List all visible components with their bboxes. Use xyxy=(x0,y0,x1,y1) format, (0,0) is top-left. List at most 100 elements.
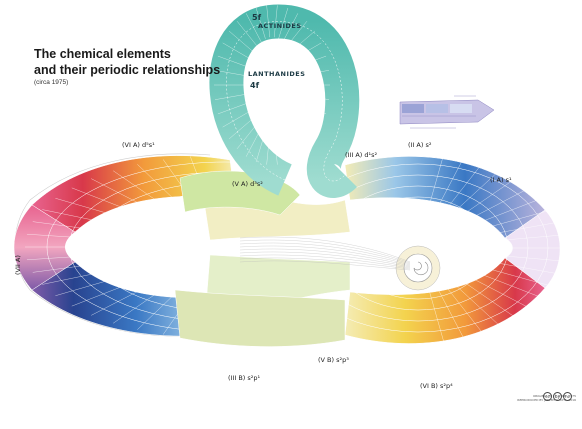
loop-cell-divider xyxy=(289,30,315,53)
legend-swatch-2 xyxy=(426,104,448,113)
title-line-2: and their periodic relationships xyxy=(34,63,221,77)
right-bottom-band xyxy=(344,257,546,344)
group-label-vi-a: (VI A) d⁵s¹ xyxy=(122,141,155,149)
group-label-vii-a: (VII A) xyxy=(14,255,22,275)
left-cell-divider xyxy=(55,198,151,226)
loop-cell-divider xyxy=(217,55,250,68)
loop-cell-divider xyxy=(229,117,255,140)
right-cell-divider xyxy=(451,262,544,299)
left-cell-divider xyxy=(113,170,176,214)
left-cell-divider xyxy=(91,178,167,218)
left-cell-divider xyxy=(113,280,176,324)
loop-cell-divider xyxy=(286,21,308,47)
loop-cell-divider xyxy=(255,7,266,39)
loop-cells xyxy=(214,5,330,165)
left-cell-divider xyxy=(91,276,167,316)
by-icon: by xyxy=(553,392,562,401)
f-block-loop xyxy=(209,4,360,198)
right-cell-divider xyxy=(424,154,444,221)
connector-line xyxy=(239,242,411,265)
legend-swatch-3 xyxy=(450,104,472,113)
right-cell-divider xyxy=(457,251,565,262)
svg-text:4f: 4f xyxy=(250,81,260,90)
title-line-1: The chemical elements xyxy=(34,47,171,61)
nc-icon: nc xyxy=(563,392,572,401)
left-cell-divider xyxy=(32,257,141,273)
right-cell-divider xyxy=(435,162,484,223)
left-cell-divider xyxy=(42,209,145,231)
loop-cell-divider xyxy=(295,70,330,77)
title-subtitle: (circa 1975) xyxy=(34,79,69,86)
lanthanides-label: LANTHANIDES xyxy=(248,70,305,78)
credit-line-1: ORIGINAL BY J.F. HYDE, 1975 xyxy=(533,394,576,398)
loop-cell-divider xyxy=(289,117,315,140)
left-cell-divider xyxy=(26,234,138,242)
left-cell-divider xyxy=(26,252,138,260)
left-cell-divider xyxy=(71,187,158,222)
connector-line xyxy=(239,239,411,264)
loop-cell-divider xyxy=(245,127,262,157)
right-cell-divider xyxy=(448,186,532,231)
right-cell-divider xyxy=(430,274,464,339)
right-cell-divider xyxy=(448,265,532,310)
loop-cell-divider xyxy=(266,5,270,38)
left-cell-divider xyxy=(137,164,187,212)
legend-key xyxy=(399,95,495,129)
right-cell-divider xyxy=(444,177,518,228)
group-label-vi-b: (VI B) s²p⁴ xyxy=(420,382,453,390)
group-label-ii-a: (II A) s² xyxy=(408,141,432,149)
loop-cell-divider xyxy=(292,110,322,128)
loop-cell-divider xyxy=(278,7,289,39)
legend-swatch-1 xyxy=(402,104,424,113)
right-cell-divider xyxy=(444,268,518,319)
right-cell-divider xyxy=(456,221,561,241)
loop-cell-divider xyxy=(292,42,322,60)
right-cell-divider xyxy=(440,169,501,225)
loop-cell-divider xyxy=(286,123,308,149)
group-label-iii-b: (III B) s²p¹ xyxy=(228,374,261,382)
group-label-v-b: (V B) s²p³ xyxy=(318,356,349,364)
actinides-config: 5f xyxy=(252,13,262,22)
spiral-center xyxy=(403,253,433,283)
connector-line xyxy=(239,257,411,270)
right-cell-divider xyxy=(440,271,501,327)
loop-hole xyxy=(250,40,294,130)
right-cell-divider xyxy=(430,157,464,222)
loop-cell-divider xyxy=(294,102,327,115)
loop-cell-divider xyxy=(217,102,250,115)
connector-line xyxy=(239,254,411,269)
title-block: The chemical elements and their periodic… xyxy=(34,46,220,86)
left-cell-divider xyxy=(32,221,141,237)
right-cell-divider xyxy=(435,273,484,334)
cc-icon: cc xyxy=(543,392,552,401)
connector-line xyxy=(239,236,411,263)
connector-line xyxy=(239,260,411,271)
loop-cell-divider xyxy=(222,42,252,60)
credits: ORIGINAL BY J.F. HYDE, 1975 REPRODUCED B… xyxy=(496,394,576,402)
right-cell-divider xyxy=(456,255,561,275)
group-label-v-a: (V A) d³s² xyxy=(232,180,263,188)
loop-cell-divider xyxy=(236,21,258,47)
group-label-iii-a: (III A) d¹s² xyxy=(345,151,378,159)
left-cell-divider xyxy=(55,268,151,296)
loop-cell-divider xyxy=(278,131,289,163)
right-cap-band xyxy=(504,209,561,289)
loop-cell-divider xyxy=(274,5,278,38)
loop-divider xyxy=(226,21,346,182)
loop-cell-divider xyxy=(236,123,258,149)
loop-cell-divider xyxy=(295,93,330,100)
loop-cell-divider xyxy=(282,127,299,157)
right-cell-divider xyxy=(454,209,554,237)
right-lobe xyxy=(287,154,566,344)
loop-cell-divider xyxy=(282,13,299,43)
group-label-i-a: (I A) s¹ xyxy=(490,176,512,184)
loop-cell-divider xyxy=(274,132,278,165)
corridor-bottom-segment xyxy=(174,289,346,347)
lanthanides-config: 4f xyxy=(250,81,260,90)
left-cell-divider xyxy=(71,272,158,307)
connector-line xyxy=(239,251,411,268)
loop-cell-divider xyxy=(214,70,249,77)
